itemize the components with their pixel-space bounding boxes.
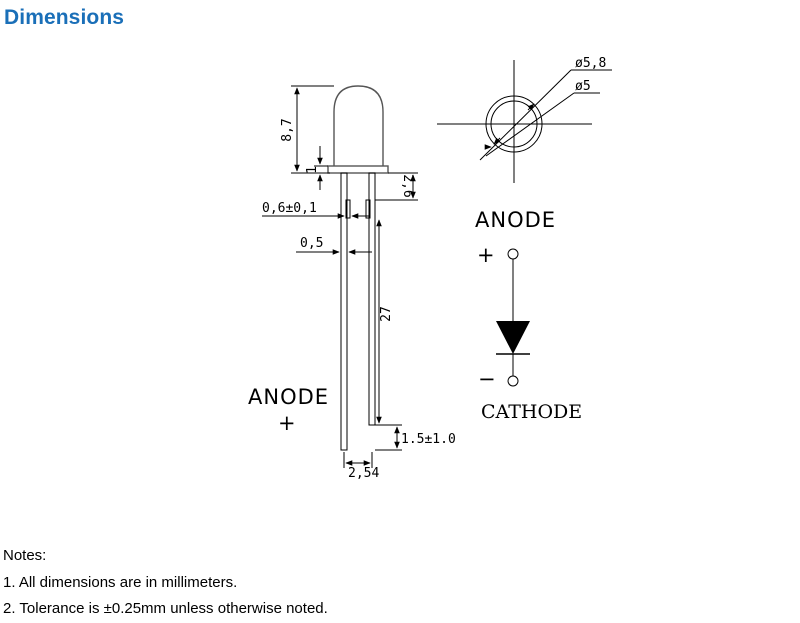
led-dome-outline	[333, 85, 384, 166]
stem-dimension: 2,6	[375, 172, 418, 201]
flange-label: 1	[305, 166, 320, 174]
diode-symbol: ANODE + − CATHODE	[475, 208, 582, 423]
note-item: 2. Tolerance is ±0.25mm unless otherwise…	[3, 600, 328, 617]
anode-symbol-label: ANODE	[475, 208, 556, 232]
anode-lead	[340, 172, 348, 451]
lead-offset-dimension: 1.5±1.0	[375, 424, 456, 451]
led-side-view	[327, 85, 389, 451]
stem-label: 2,6	[400, 174, 415, 197]
lead-width-label: 0,6±0,1	[262, 201, 317, 216]
cathode-terminal	[507, 375, 519, 387]
notes-heading: Notes:	[3, 547, 47, 564]
outer-diameter-label: ø5,8	[575, 56, 606, 71]
inner-circle	[490, 100, 538, 148]
cathode-label: CATHODE	[481, 401, 582, 423]
led-top-view: ø5,8 ø5	[437, 56, 612, 183]
lead-length-label: 27	[379, 306, 394, 322]
anode-terminal	[507, 248, 519, 260]
anode-side-plus: +	[278, 411, 297, 435]
flange-dimension: 1	[305, 146, 328, 190]
diode-triangle	[496, 321, 530, 354]
anode-symbol-plus: +	[477, 243, 496, 267]
pitch-dimension: 2,54	[343, 452, 379, 481]
inner-diameter-leader	[485, 92, 575, 157]
lead-thickness-label: 0,5	[300, 236, 323, 251]
note-item: 1. All dimensions are in millimeters.	[3, 573, 238, 591]
pitch-label: 2,54	[348, 466, 379, 481]
lead-thickness-dimension: 0,5	[296, 236, 372, 255]
lead-kink-cathode	[365, 199, 371, 219]
height-dimension: 8,7	[280, 85, 334, 174]
outer-diameter-leader	[479, 69, 572, 161]
lead-length-dimension: 27	[376, 219, 394, 424]
inner-diameter-label: ø5	[575, 79, 591, 94]
notes-section: Notes: 1. All dimensions are in millimet…	[3, 543, 328, 623]
anode-side-label: ANODE	[248, 385, 329, 409]
led-dimension-drawing: 8,7 1 2,6 0,6±0,1 0,5 27 1.5±1.0	[248, 56, 612, 481]
cathode-lead	[368, 172, 376, 426]
lead-width-dimension: 0,6±0,1	[262, 201, 370, 219]
cathode-minus: −	[478, 367, 497, 391]
lead-kink-anode	[345, 199, 351, 219]
led-flange	[327, 165, 389, 174]
lead-offset-label: 1.5±1.0	[401, 432, 456, 447]
outer-circle	[485, 95, 543, 153]
page-title: Dimensions	[4, 6, 125, 29]
height-label: 8,7	[280, 118, 295, 141]
